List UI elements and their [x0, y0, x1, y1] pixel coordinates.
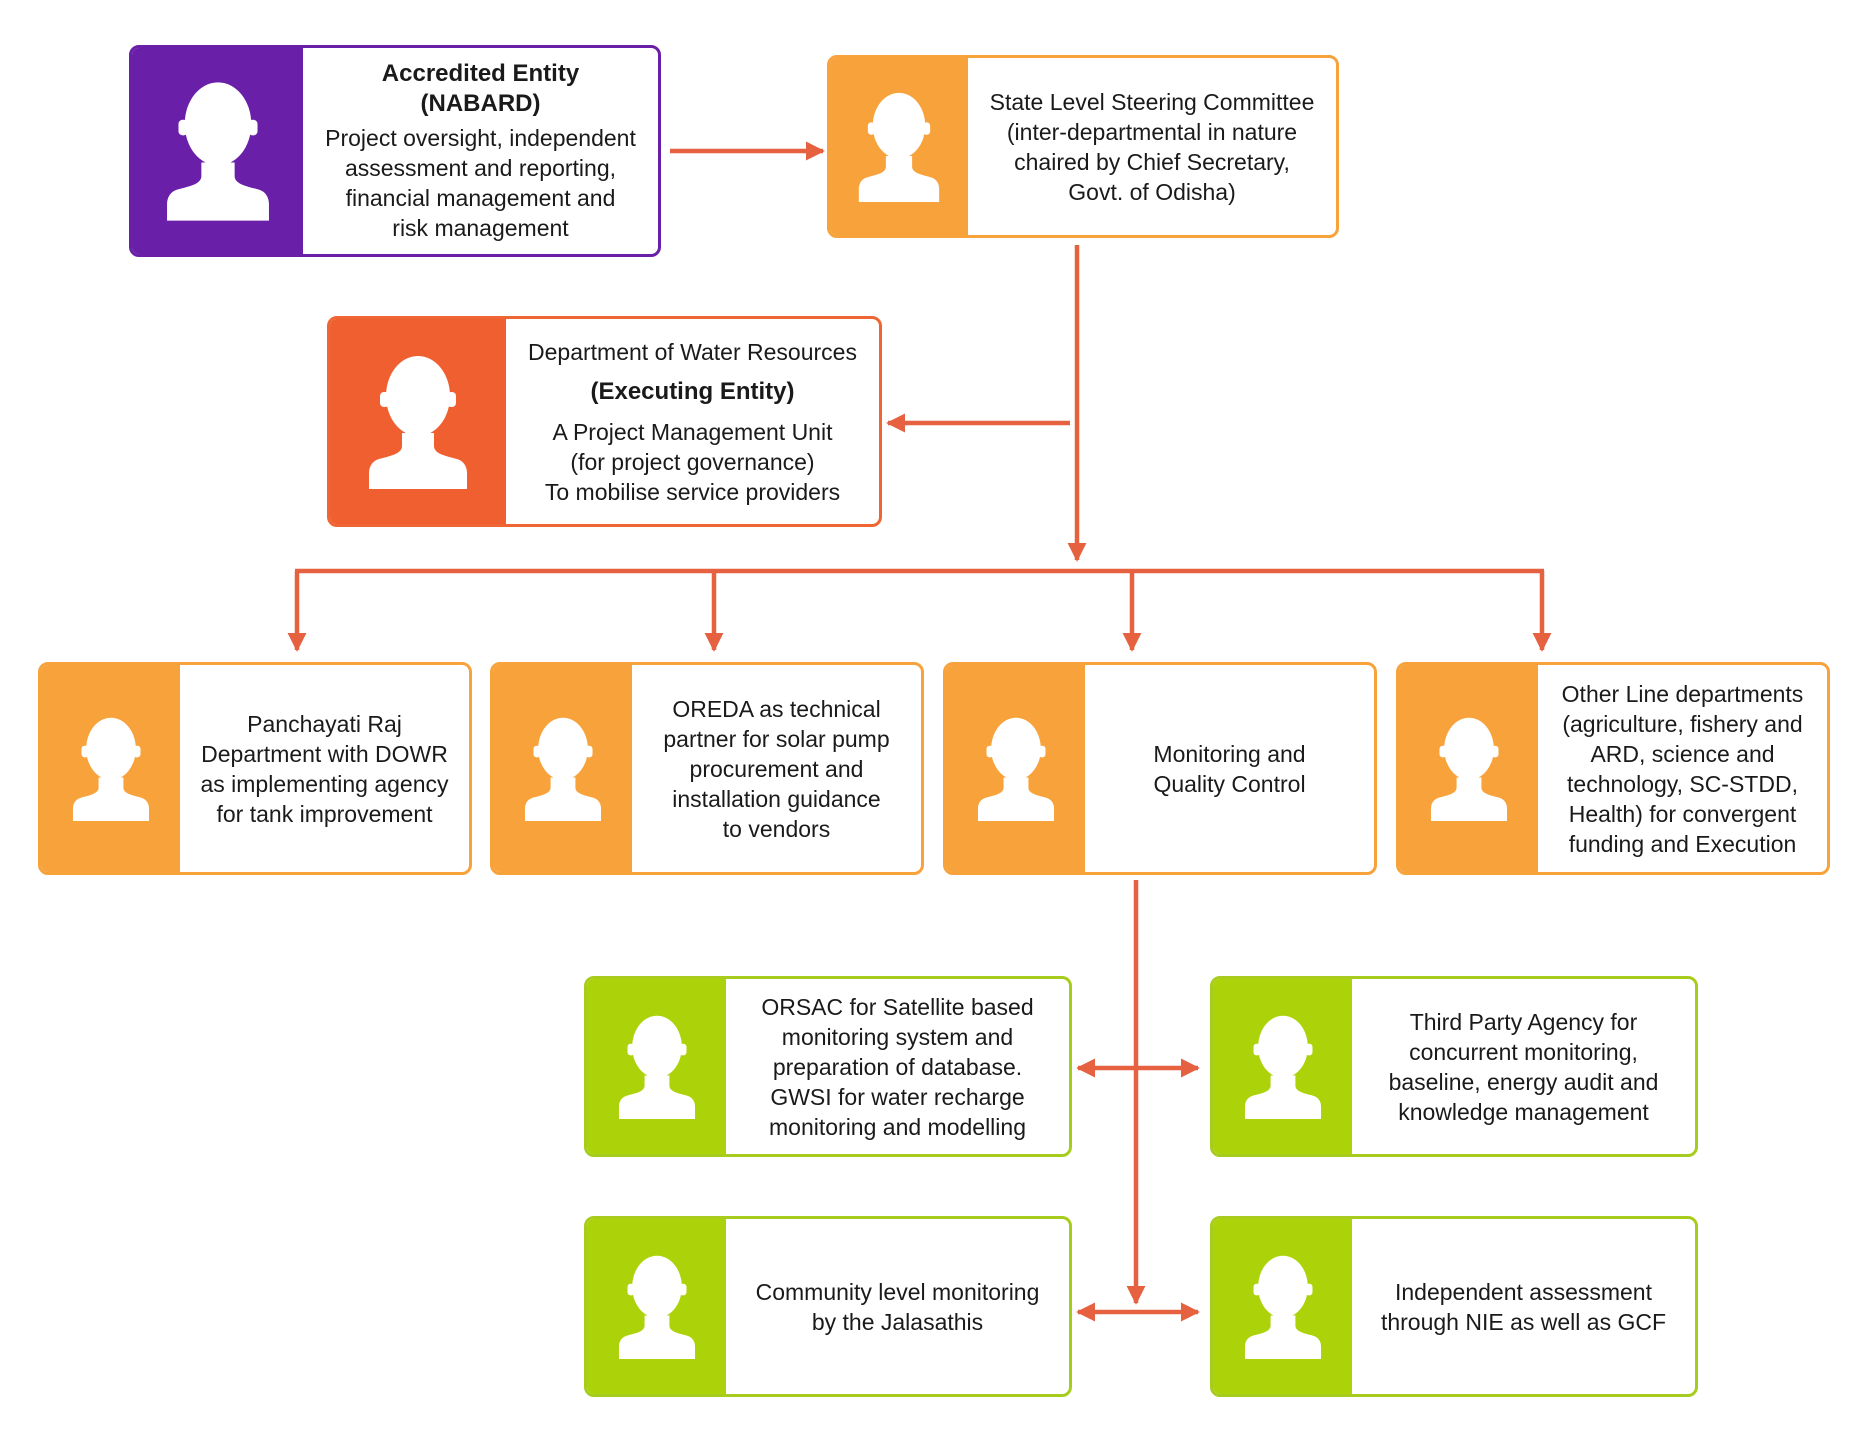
node-line: ARD, science and [1590, 740, 1775, 767]
icon-panel [493, 665, 632, 872]
node-line: by the Jalasathis [811, 1308, 984, 1335]
node-line: knowledge management [1398, 1098, 1649, 1125]
node-text: Accredited Entity (NABARD) Project overs… [303, 48, 658, 254]
node-line: partner for solar pump [663, 725, 890, 752]
node-text: Independent assessment through NIE as we… [1352, 1219, 1695, 1394]
node-line: procurement and [689, 755, 864, 782]
node-line: Quality Control [1153, 770, 1306, 797]
node-line: Independent assessment [1394, 1278, 1652, 1305]
node-steering-committee: State Level Steering Committee (inter-de… [827, 55, 1339, 238]
node-line: State Level Steering Committee [989, 88, 1315, 115]
node-line: for tank improvement [216, 800, 433, 827]
node-line: Third Party Agency for [1409, 1008, 1638, 1035]
person-icon [524, 717, 601, 821]
node-line: technology, SC-STDD, [1567, 770, 1798, 797]
node-line: assessment and reporting, [344, 155, 617, 181]
person-icon [369, 355, 467, 489]
node-subtitle: (Executing Entity) [590, 377, 795, 405]
node-line: A Project Management Unit [552, 418, 833, 445]
person-icon [977, 717, 1054, 821]
node-line: Monitoring and [1153, 740, 1306, 767]
node-line: Health) for convergent [1568, 800, 1797, 827]
node-line: Community level monitoring [755, 1278, 1040, 1305]
node-line: preparation of database. [772, 1053, 1023, 1080]
node-text: Panchayati Raj Department with DOWR as i… [180, 665, 469, 872]
node-line: (for project governance) [570, 448, 815, 475]
person-icon [618, 1015, 695, 1119]
node-line: to vendors [722, 815, 831, 842]
node-line: chaired by Chief Secretary, [1014, 148, 1290, 175]
node-line: financial management and [345, 185, 616, 211]
node-line: Panchayati Raj [247, 710, 402, 737]
icon-panel [1213, 1219, 1352, 1394]
node-accredited-entity: Accredited Entity (NABARD) Project overs… [129, 45, 661, 257]
node-line: To mobilise service providers [544, 478, 841, 505]
icon-panel [587, 1219, 726, 1394]
node-line: GWSI for water recharge [770, 1083, 1025, 1110]
node-line: baseline, energy audit and [1388, 1068, 1659, 1095]
node-subtitle: (NABARD) [420, 90, 541, 117]
icon-panel [330, 319, 506, 524]
person-icon [858, 92, 940, 202]
icon-panel [946, 665, 1085, 872]
node-line: monitoring system and [781, 1023, 1014, 1050]
node-third-party-agency: Third Party Agency for concurrent monito… [1210, 976, 1698, 1157]
icon-panel [587, 979, 726, 1154]
person-icon [618, 1255, 695, 1359]
icon-panel [41, 665, 180, 872]
node-line: risk management [392, 215, 569, 241]
node-line: through NIE as well as GCF [1380, 1308, 1667, 1335]
person-icon [166, 82, 269, 221]
node-line: (agriculture, fishery and [1562, 710, 1803, 737]
node-text: Community level monitoring by the Jalasa… [726, 1219, 1069, 1394]
node-text: Third Party Agency for concurrent monito… [1352, 979, 1695, 1154]
node-line: concurrent monitoring, [1409, 1038, 1638, 1065]
node-text: OREDA as technical partner for solar pum… [632, 665, 921, 872]
node-line: monitoring and modelling [769, 1113, 1026, 1140]
node-title: Accredited Entity [381, 60, 580, 87]
node-line: OREDA as technical [672, 695, 881, 722]
node-panchayati-raj: Panchayati Raj Department with DOWR as i… [38, 662, 472, 875]
node-independent-assessment: Independent assessment through NIE as we… [1210, 1216, 1698, 1397]
icon-panel [1399, 665, 1538, 872]
icon-panel [132, 48, 303, 254]
node-line: funding and Execution [1568, 830, 1797, 857]
node-title: Department of Water Resources [528, 338, 857, 365]
node-orsac: ORSAC for Satellite based monitoring sys… [584, 976, 1072, 1157]
node-oreda: OREDA as technical partner for solar pum… [490, 662, 924, 875]
node-text: ORSAC for Satellite based monitoring sys… [726, 979, 1069, 1154]
node-line: Other Line departments [1561, 680, 1804, 707]
node-line: as implementing agency [200, 770, 449, 797]
person-icon [72, 717, 149, 821]
node-text: Other Line departments (agriculture, fis… [1538, 665, 1827, 872]
node-line: installation guidance [672, 785, 881, 812]
node-monitoring-quality-control: Monitoring and Quality Control [943, 662, 1377, 875]
node-other-line-departments: Other Line departments (agriculture, fis… [1396, 662, 1830, 875]
node-community-monitoring: Community level monitoring by the Jalasa… [584, 1216, 1072, 1397]
node-text: Monitoring and Quality Control [1085, 665, 1374, 872]
node-line: Project oversight, independent [325, 125, 636, 151]
node-line: Govt. of Odisha) [1068, 178, 1236, 205]
icon-panel [830, 58, 968, 235]
node-line: ORSAC for Satellite based [761, 993, 1034, 1020]
person-icon [1430, 717, 1507, 821]
node-text: State Level Steering Committee (inter-de… [968, 58, 1336, 235]
node-text: Department of Water Resources (Executing… [506, 319, 879, 524]
node-line: (inter-departmental in nature [1006, 118, 1298, 145]
node-line: Department with DOWR [201, 740, 448, 767]
icon-panel [1213, 979, 1352, 1154]
person-icon [1244, 1255, 1321, 1359]
node-dowr: Department of Water Resources (Executing… [327, 316, 882, 527]
person-icon [1244, 1015, 1321, 1119]
